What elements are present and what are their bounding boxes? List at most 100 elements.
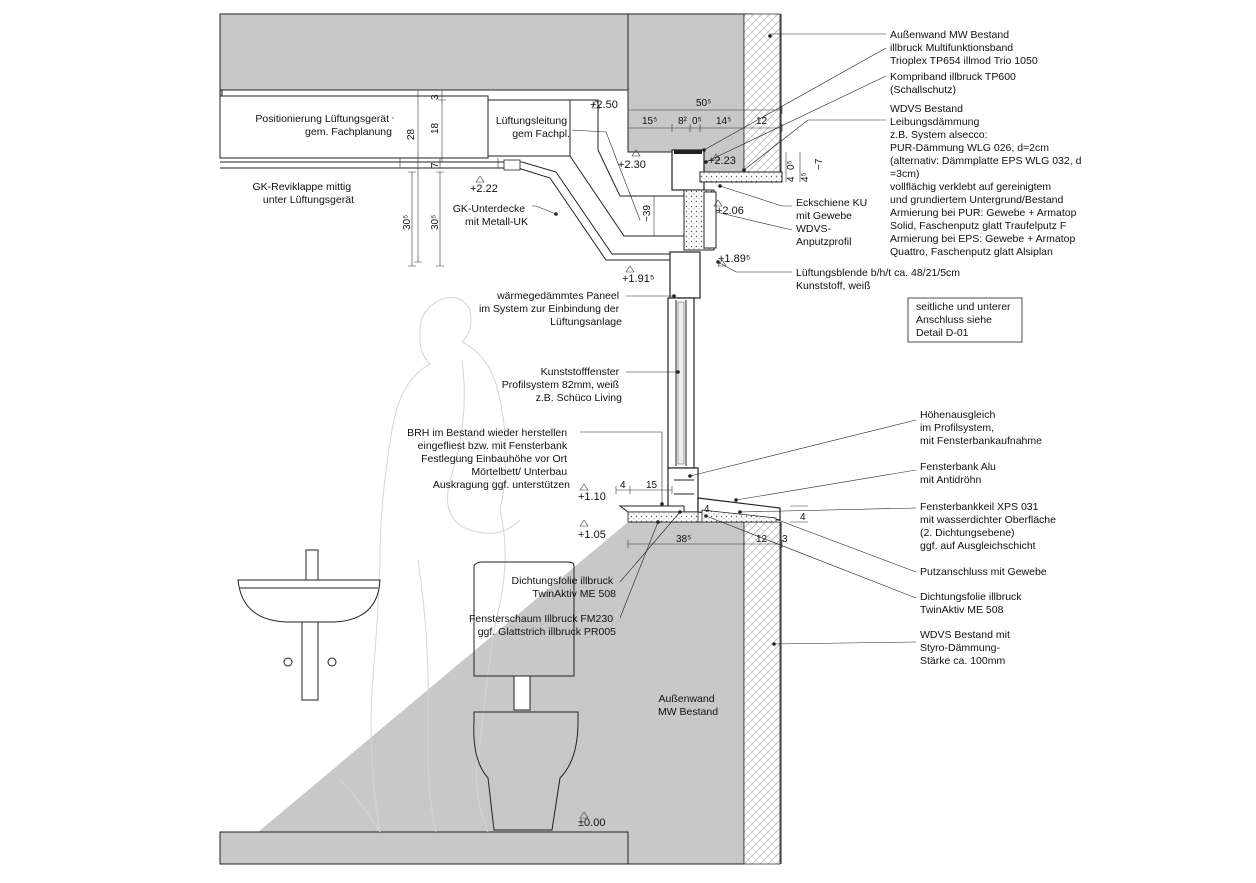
dimension-label: 50⁵ bbox=[696, 98, 711, 109]
level-markers: +2.50 +2.30 +2.23 +2.22 +2.06 +1.91⁵ +1.… bbox=[470, 99, 750, 829]
dimension-label: ~7 bbox=[814, 158, 825, 170]
ceiling-panel-2 bbox=[220, 167, 686, 261]
callout-vent-grille: Lüftungsblende b/h/t ca. 48/21/5cm Kunst… bbox=[796, 267, 963, 292]
callout-height-adjust: Höhenausgleich im Profilsystem, mit Fens… bbox=[920, 409, 1042, 447]
person-outline bbox=[370, 297, 521, 833]
hangers bbox=[399, 158, 499, 168]
level-label: ±0.00 bbox=[578, 817, 605, 829]
callout-parapet-height: BRH im Bestand wieder herstellen eingefl… bbox=[407, 427, 570, 491]
person-legs bbox=[339, 559, 437, 833]
level-marker: +2.30 bbox=[618, 149, 646, 171]
callout-exterior-wall-label: Außenwand MW Bestand bbox=[658, 693, 718, 718]
dimension-label: 0⁵ bbox=[786, 160, 797, 170]
room-furniture bbox=[237, 297, 579, 833]
head-seal bbox=[674, 150, 702, 154]
level-label: +1.05 bbox=[578, 529, 606, 541]
wall-masses bbox=[219, 13, 753, 865]
callout-window-foam: Fensterschaum Illbruck FM230 ggf. Glatts… bbox=[469, 613, 616, 638]
callout-revision-hatch: GK-Reviklappe mittig unter Lüftungsgerät bbox=[252, 181, 354, 206]
dimension-label: 4 bbox=[620, 480, 626, 491]
dimension-label: 15⁵ bbox=[642, 116, 657, 127]
ceiling-slab-left bbox=[219, 89, 223, 97]
level-label: +1.91⁵ bbox=[622, 273, 654, 285]
level-label: +2.22 bbox=[470, 183, 498, 195]
reveal-insulation bbox=[699, 171, 783, 183]
bottom-frame bbox=[667, 467, 699, 513]
faucet bbox=[305, 549, 319, 581]
dimension-label: 4⁵ bbox=[800, 172, 811, 182]
level-marker: ±0.00 bbox=[578, 811, 605, 829]
level-marker: +1.91⁵ bbox=[622, 265, 654, 285]
callout-alu-sill: Fensterbank Alu mit Antidröhn bbox=[920, 461, 999, 486]
dimension-label: 3 bbox=[782, 534, 788, 545]
level-label: +2.23 bbox=[708, 155, 736, 167]
ceiling-panel bbox=[220, 161, 686, 255]
lintel-wall bbox=[627, 13, 745, 173]
wdvs-insulation bbox=[743, 13, 782, 865]
level-marker: +2.22 bbox=[470, 175, 498, 195]
note-box bbox=[907, 297, 1023, 343]
dimension-lines: 50⁵ 15⁵ 8² 0⁵ 14⁵ 12 3 28 18 7 30⁵ 30⁵ ~… bbox=[402, 89, 825, 548]
dimension-label: 12 bbox=[756, 534, 768, 545]
leader-lines bbox=[392, 33, 917, 646]
exterior-sill bbox=[697, 497, 781, 521]
basin-pipe bbox=[301, 621, 319, 701]
duct-straight bbox=[487, 99, 571, 157]
callouts-right: Außenwand MW Bestand illbruck Multifunkt… bbox=[796, 29, 1082, 667]
level-label: +2.50 bbox=[590, 99, 618, 111]
parapet-fill bbox=[629, 523, 743, 863]
callout-suspended-ceiling: GK-Unterdecke mit Metall-UK bbox=[453, 203, 528, 228]
dimension-label: 7 bbox=[430, 162, 441, 168]
callout-corner-profile: Eckschiene KU mit Gewebe WDVS- Anputzpro… bbox=[796, 197, 870, 248]
sill-area bbox=[618, 497, 781, 523]
dimension-label: 18 bbox=[430, 122, 441, 134]
callout-sealing-foil-right: Dichtungsfolie illbruck TwinAktiv ME 508 bbox=[920, 591, 1024, 616]
dimension-label: 15 bbox=[646, 480, 658, 491]
mortar-bed bbox=[627, 511, 699, 523]
cistern bbox=[473, 561, 575, 677]
toilet-bowl bbox=[473, 711, 579, 831]
dimension-label: 0⁵ bbox=[692, 116, 702, 127]
wdvs-upper bbox=[743, 13, 781, 173]
dimension-label: ~39 bbox=[642, 205, 653, 222]
vent-grille bbox=[703, 191, 717, 249]
dimension-label: 8² bbox=[678, 116, 688, 127]
level-label: +2.06 bbox=[716, 205, 744, 217]
wdvs-lower bbox=[743, 521, 781, 865]
level-label: +2.30 bbox=[618, 159, 646, 171]
callout-exterior-wall: Außenwand MW Bestand illbruck Multifunkt… bbox=[890, 29, 1038, 67]
sill-wedge bbox=[701, 509, 777, 523]
level-label: +1.89⁵ bbox=[718, 253, 750, 265]
callout-wdvs-existing: WDVS Bestand mit Styro-Dämmung- Stärke c… bbox=[920, 629, 1013, 667]
callout-window: Kunststofffenster Profilsystem 82mm, wei… bbox=[502, 366, 622, 404]
level-marker: +1.89⁵ bbox=[717, 253, 750, 267]
window-head bbox=[669, 149, 783, 299]
dimension-label: 12 bbox=[756, 116, 768, 127]
level-marker: +2.06 bbox=[713, 199, 744, 217]
callout-sealing-foil-left: Dichtungsfolie illbruck TwinAktiv ME 508 bbox=[512, 575, 617, 600]
dimension-label: 4 bbox=[800, 512, 806, 523]
dimension-label: 38⁵ bbox=[676, 534, 691, 545]
dimension-label: 30⁵ bbox=[430, 215, 441, 230]
ventilation-unit bbox=[219, 95, 489, 159]
callout-duct: Lüftungsleitung gem Fachpl. bbox=[496, 115, 570, 140]
dimension-label: 3 bbox=[430, 94, 441, 100]
level-marker: +1.10 bbox=[578, 483, 606, 503]
access-hatch bbox=[503, 159, 521, 171]
washbasin bbox=[237, 579, 381, 623]
level-marker: +2.23 bbox=[708, 153, 736, 167]
callout-kompriband: Kompriband illbruck TP600 (Schallschutz) bbox=[890, 71, 1019, 96]
callout-insulated-panel: wärmegedämmtes Paneel im System zur Einb… bbox=[479, 290, 622, 328]
level-label: +1.10 bbox=[578, 491, 606, 503]
glazing bbox=[677, 301, 685, 465]
note-box-text: seitliche und unterer Anschluss siehe De… bbox=[916, 301, 1013, 339]
level-marker: +1.05 bbox=[578, 519, 606, 541]
head-frame bbox=[671, 149, 705, 191]
ventilation-system bbox=[219, 95, 687, 261]
transom-frame bbox=[669, 251, 701, 299]
interior-sill bbox=[618, 505, 685, 513]
dimension-label: 4 bbox=[704, 504, 710, 515]
callout-positioning: Positionierung Lüftungsgerät gem. Fachpl… bbox=[255, 113, 392, 138]
toilet-pipe bbox=[513, 675, 531, 711]
